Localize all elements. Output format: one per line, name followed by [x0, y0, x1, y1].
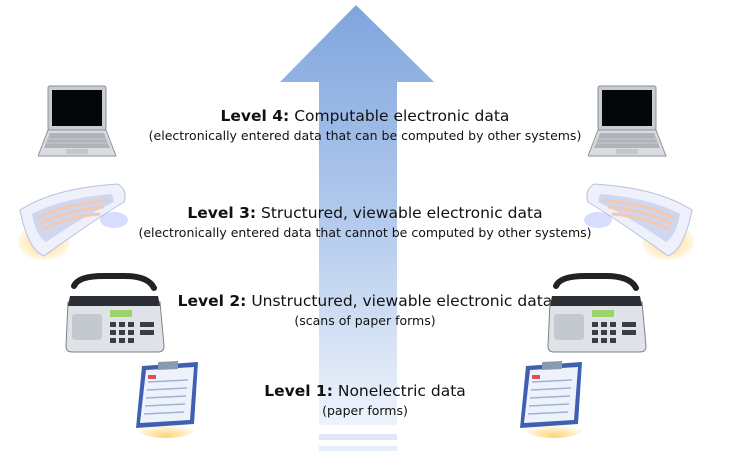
level-4-label: Level 4: [220, 107, 290, 125]
level-1-heading: Level 1: Nonelectric data [0, 382, 730, 401]
clipboard-form-icon [520, 361, 584, 438]
level-2-label: Level 2: [177, 292, 247, 310]
laptop-icon [588, 85, 667, 157]
level-4-title: Computable electronic data [294, 107, 510, 125]
level-2-subtitle: (scans of paper forms) [294, 312, 436, 328]
laptop-icon [38, 85, 117, 157]
level-1-subtitle: (paper forms) [322, 402, 408, 418]
arrow-shaft [280, 5, 434, 425]
level-1: Level 1: Nonelectric data (paper forms) [0, 382, 730, 418]
level-4-subtitle: (electronically entered data that can be… [148, 127, 582, 143]
level-4: Level 4: Computable electronic data (ele… [0, 107, 730, 143]
level-3-heading: Level 3: Structured, viewable electronic… [0, 204, 730, 223]
keyboard-icon [584, 183, 694, 260]
level-3: Level 3: Structured, viewable electronic… [0, 204, 730, 240]
level-2-heading: Level 2: Unstructured, viewable electron… [0, 292, 730, 311]
keyboard-icon [18, 183, 128, 260]
level-1-label: Level 1: [264, 382, 333, 400]
level-3-label: Level 3: [187, 204, 257, 222]
level-2: Level 2: Unstructured, viewable electron… [0, 292, 730, 328]
arrow-tail-stripe-1 [319, 434, 397, 440]
fax-machine-icon [547, 273, 647, 353]
arrow-tail-stripe-2 [319, 446, 397, 451]
level-3-subtitle: (electronically entered data that cannot… [138, 224, 592, 240]
level-4-heading: Level 4: Computable electronic data [0, 107, 730, 126]
level-2-title: Unstructured, viewable electronic data [251, 292, 553, 310]
clipboard-form-icon [136, 361, 198, 438]
level-3-title: Structured, viewable electronic data [261, 204, 543, 222]
level-1-title: Nonelectric data [337, 382, 466, 400]
fax-machine-icon [65, 273, 165, 353]
